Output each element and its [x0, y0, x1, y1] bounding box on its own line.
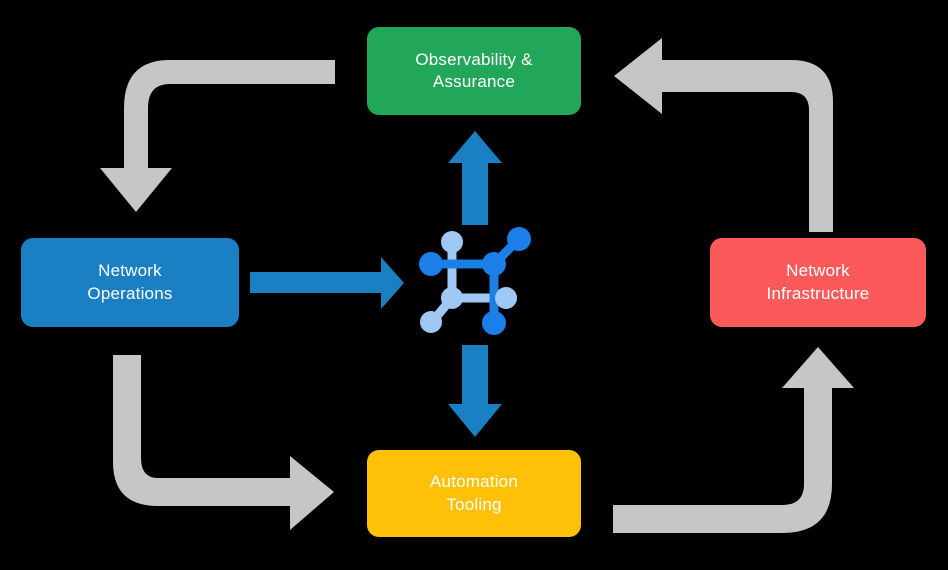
arrow-infrastructure-to-observability	[614, 38, 833, 232]
node-automation-tooling[interactable]: Automation Tooling	[367, 450, 581, 537]
network-icon-light-nodes	[420, 231, 517, 333]
node-observability-assurance[interactable]: Observability & Assurance	[367, 27, 581, 115]
node-label-network-infrastructure: Network Infrastructure	[766, 261, 870, 303]
network-icon-dark-nodes	[419, 227, 531, 335]
arrow-observability-to-operations	[100, 60, 335, 212]
arrow-automation-to-infrastructure	[613, 347, 854, 533]
arrow-operations-to-automation	[113, 355, 334, 530]
node-network-infrastructure[interactable]: Network Infrastructure	[710, 238, 926, 327]
network-topology-icon	[419, 227, 531, 335]
node-label-network-operations: Network Operations	[87, 261, 173, 303]
node-label-observability: Observability & Assurance	[415, 49, 533, 91]
node-label-automation-tooling: Automation Tooling	[430, 472, 518, 514]
node-network-operations[interactable]: Network Operations	[21, 238, 239, 327]
arrow-center-to-automation	[448, 345, 502, 437]
arrow-operations-to-center	[250, 257, 404, 309]
arrow-center-to-observability	[448, 131, 502, 225]
